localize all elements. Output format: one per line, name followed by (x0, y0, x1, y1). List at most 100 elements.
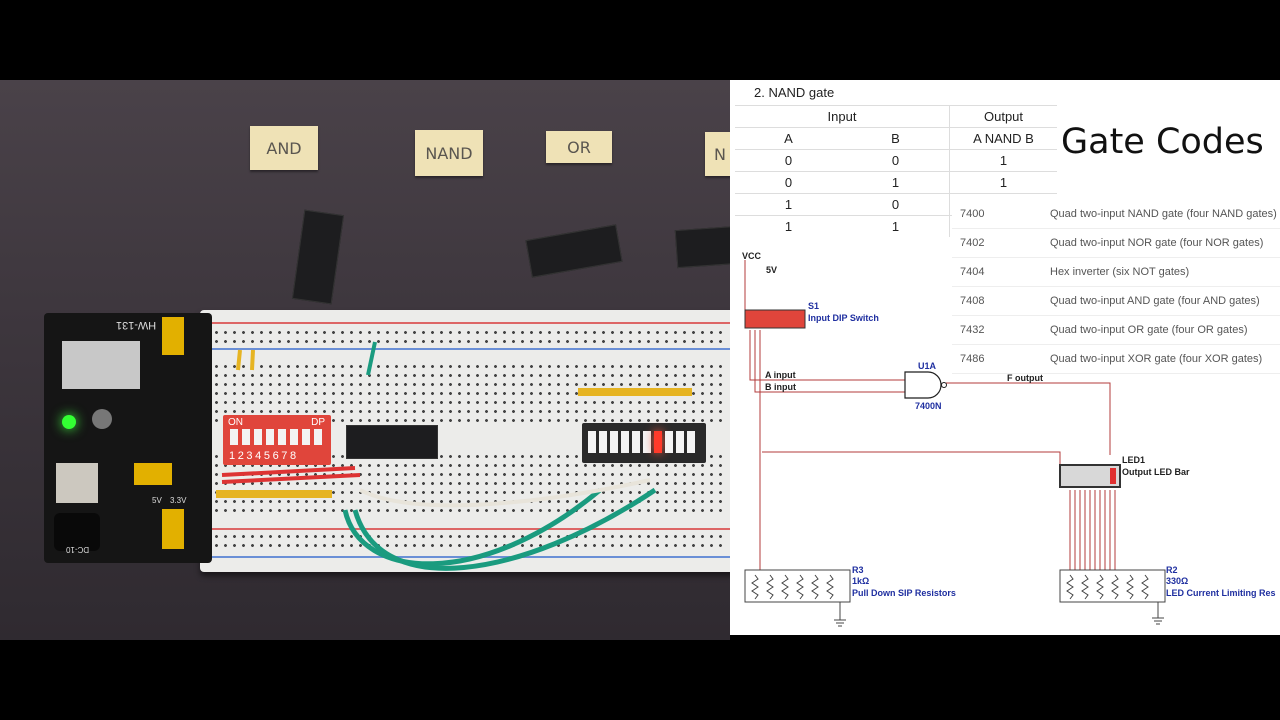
dip-toggle-4[interactable] (266, 429, 274, 445)
a-input-label: A input (765, 370, 796, 380)
led-segment (643, 431, 651, 453)
table-row: 0 1 1 (735, 171, 1057, 194)
r3-value-label: 1kΩ (852, 576, 869, 586)
dip-on-label: ON (228, 417, 243, 428)
dip-toggle-1[interactable] (230, 429, 238, 445)
cell-a: 1 (735, 215, 842, 237)
gate-code: 7404 (952, 257, 1050, 287)
b-input-label: B input (765, 382, 796, 392)
dip-toggle-5[interactable] (278, 429, 286, 445)
green-wire-2 (352, 487, 657, 571)
output-group-header: Output (949, 105, 1057, 128)
dip-toggle-8[interactable] (314, 429, 322, 445)
dip-toggle-6[interactable] (290, 429, 298, 445)
power-switch[interactable] (56, 463, 98, 503)
top-blue-rail (210, 348, 730, 350)
power-button[interactable] (92, 409, 112, 429)
power-supply-module: HW-131 5V 3.3V DC-10 (44, 313, 212, 563)
r2-name-label: LED Current Limiting Res (1166, 588, 1276, 598)
r2-value-label: 330Ω (1166, 576, 1188, 586)
and-label-card: AND (250, 126, 318, 170)
nand-truth-table: Input Output A B A NAND B 0 0 1 0 1 1 1 … (735, 105, 1057, 237)
cell-output: 1 (949, 149, 1057, 172)
gate-description: Quad two-input NAND gate (four NAND gate… (1050, 200, 1280, 229)
voltage-33v-label: 3.3V (170, 496, 187, 505)
gate-description: Quad two-input OR gate (four OR gates) (1050, 315, 1280, 345)
dip-dp-label: DP (311, 417, 325, 428)
resistor-pack-bottom (216, 490, 332, 498)
jumper-block (134, 463, 172, 485)
yellow-jumpers (236, 349, 255, 371)
r3-resistor-pack-symbol (744, 569, 851, 603)
cell-b: 0 (842, 193, 950, 216)
nand-gate-icon (904, 371, 942, 399)
cell-a: 0 (735, 171, 842, 194)
input-group-header: Input (735, 105, 950, 128)
or-label-text: OR (567, 137, 591, 157)
f-output-label: F output (1007, 373, 1043, 383)
nand-bubble-icon (941, 382, 947, 388)
gate-description: Quad two-input XOR gate (four XOR gates) (1050, 344, 1280, 374)
gate-description: Quad two-input NOR gate (four NOR gates) (1050, 228, 1280, 258)
gate-description: Hex inverter (six NOT gates) (1050, 257, 1280, 287)
gate-code: 7432 (952, 315, 1050, 345)
dip-toggle-2[interactable] (242, 429, 250, 445)
gate-code: 7402 (952, 228, 1050, 258)
v5-label: 5V (766, 265, 777, 275)
n-label-text: N (714, 144, 726, 164)
r2-ground-icon (1152, 602, 1164, 625)
r2-resistor-pack-symbol (1059, 569, 1166, 603)
r2-ref-label: R2 (1166, 565, 1178, 575)
led-segment (632, 431, 640, 453)
cell-b: 0 (842, 149, 950, 172)
led-segment-lit (654, 431, 662, 453)
r3-resistor-zigzag-icon (751, 574, 834, 600)
white-wire (359, 478, 651, 508)
and-label-text: AND (266, 138, 302, 158)
section-heading: 2. NAND gate (754, 85, 835, 100)
led-segment (676, 431, 684, 453)
vcc-label: VCC (742, 251, 762, 261)
dc-barrel-jack (54, 513, 100, 551)
red-wire-2 (221, 473, 361, 484)
column-header-output: A NAND B (949, 127, 1057, 150)
bottom-rail-holes (212, 532, 728, 550)
nand-label-card: NAND (415, 130, 483, 176)
gate-description: Quad two-input AND gate (four AND gates) (1050, 286, 1280, 316)
s1-name-label: Input DIP Switch (808, 313, 879, 323)
dip-switch[interactable]: ON DP 12345678 (223, 415, 331, 465)
r3-name-label: Pull Down SIP Resistors (852, 588, 956, 598)
schematic-wires (744, 260, 1116, 570)
cell-a: 0 (735, 149, 842, 172)
cell-b: 1 (842, 215, 950, 237)
led-segment (665, 431, 673, 453)
circuit-schematic: VCC 5V S1 Input DIP Switch U1A 7400N A i… (742, 251, 1276, 627)
led-ref-label: LED1 (1122, 455, 1145, 465)
table-row: 0 0 1 (735, 149, 1057, 172)
led-segment (599, 431, 607, 453)
breadboard-photo: AND NAND OR N HW-131 5V 3.3V DC-10 ON DP (0, 80, 730, 640)
power-led-icon (62, 415, 76, 429)
r3-ref-label: R3 (852, 565, 864, 575)
gate-codes-title: Gate Codes (1057, 122, 1268, 162)
documentation-panel: 2. NAND gate Input Output A B A NAND B 0… (730, 80, 1280, 635)
led-bar-symbol (1059, 464, 1121, 488)
dip-toggle-7[interactable] (302, 429, 310, 445)
dip-toggle-3[interactable] (254, 429, 262, 445)
u1-ref-label: U1A (918, 361, 937, 371)
r2-resistor-zigzag-icon (1066, 574, 1149, 600)
dip-number-labels: 12345678 (229, 450, 299, 462)
column-header-b: B (842, 127, 950, 150)
green-wire-1 (342, 488, 602, 567)
cell-a: 1 (735, 193, 842, 216)
dip-switch-symbol (744, 309, 806, 329)
top-rail-holes (212, 328, 728, 346)
led-segment (621, 431, 629, 453)
resistor-pack-top (578, 388, 692, 396)
